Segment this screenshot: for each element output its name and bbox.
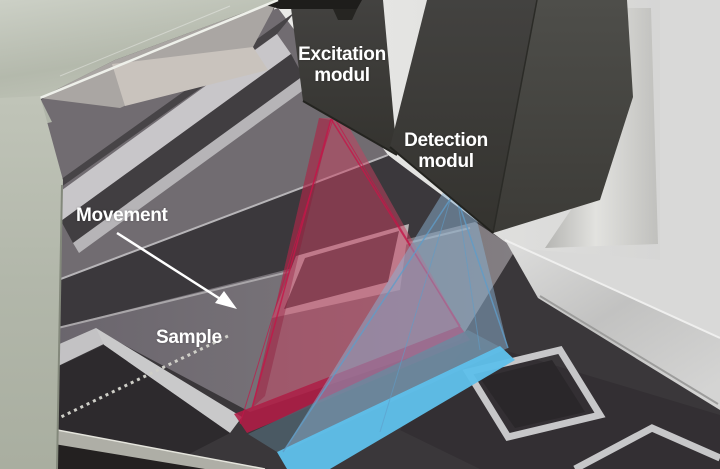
x-axis-rail bbox=[505, 240, 720, 410]
excitation-label-line1: Excitation bbox=[298, 44, 386, 65]
rail-shadow-edge bbox=[539, 295, 719, 405]
detection-module bbox=[389, 0, 633, 234]
detection-label-line2: modul bbox=[418, 151, 474, 173]
far-slide-beige bbox=[112, 47, 268, 106]
cutout-frame-1 bbox=[462, 346, 606, 441]
rail-highlight bbox=[504, 239, 720, 339]
left-column bbox=[0, 96, 63, 469]
ruler-serration bbox=[29, 334, 229, 434]
excitation-module-label: Excitation modul bbox=[282, 44, 402, 87]
excitation-label-line2: modul bbox=[314, 65, 370, 87]
movement-arrow-icon bbox=[116, 231, 237, 309]
detection-label-line1: Detection bbox=[404, 130, 488, 151]
slide-frame-slot-2 bbox=[61, 54, 303, 243]
cutout-frame-2 bbox=[573, 424, 720, 469]
far-slide-surface bbox=[40, 0, 278, 108]
detection-module-label: Detection modul bbox=[386, 130, 506, 173]
mounting-bracket bbox=[248, 0, 362, 20]
beam-brushed-streak bbox=[59, 5, 231, 77]
sample-label: Sample bbox=[156, 327, 222, 348]
slide-frame-strip-2 bbox=[73, 76, 309, 253]
beam-edge-highlight bbox=[39, 0, 279, 100]
slide-frame-strip-1 bbox=[47, 34, 291, 221]
front-rail-highlight bbox=[35, 425, 266, 469]
detection-beam bbox=[248, 186, 515, 469]
gantry-beam bbox=[0, 0, 278, 112]
column-edge bbox=[56, 184, 63, 469]
excitation-module bbox=[290, 0, 398, 156]
holder-frame-right-leg bbox=[96, 328, 242, 433]
cutout-hole-1 bbox=[480, 360, 585, 428]
movement-label: Movement bbox=[76, 205, 168, 226]
